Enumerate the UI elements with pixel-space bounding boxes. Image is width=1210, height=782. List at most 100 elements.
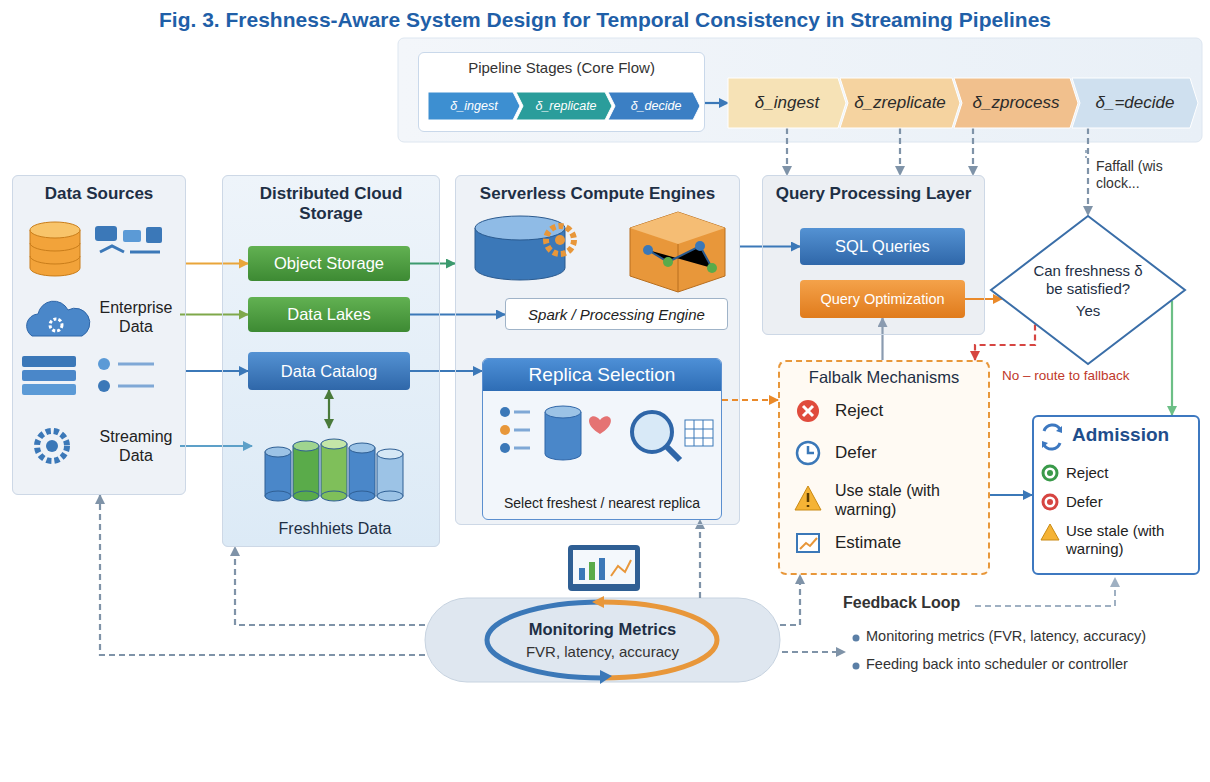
source-item: Enterprise Data [92,292,180,342]
node-text: SQL Queries [835,237,930,256]
stage-chip: δ_replicate [516,92,612,120]
node-text: Reject [1066,464,1196,482]
storage-box: Data Lakes [248,297,410,332]
node-text: Query Optimization [820,291,944,307]
node-text: Pipeline Stages (Core Flow) [468,59,655,76]
admission-item: Use stale (with warning) [1066,518,1196,562]
chevron-outline [954,78,1078,128]
node-text: Data Lakes [287,305,370,324]
node-text: Object Storage [274,254,384,273]
node-text: Serverless Compute Engines [474,184,721,204]
connector [1171,301,1173,415]
source-item: Streaming Data [92,420,180,472]
admission-box: AdmissionRejectDeferUse stale (with warn… [1032,415,1200,575]
connector [328,390,330,428]
note-box: Monitoring metrics (FVR, latency, accura… [866,628,1196,644]
monitor-pill: Monitoring MetricsFVR, latency, accuracy [425,598,780,682]
node-text: Admission [1072,424,1198,446]
connector [186,370,248,372]
node-text: Monitoring Metrics [529,620,677,639]
connector [410,313,505,315]
stage-chevron: δ_zprocess [954,78,1078,128]
node-text: Enterprise Data [92,298,180,336]
note-text: Monitoring metrics (FVR, latency, accura… [866,628,1196,644]
figure-title: Fig. 3. Freshness-Aware System Design fo… [159,8,1051,32]
admission-item: Defer [1066,489,1196,515]
node-text: Streaming Data [92,427,180,465]
node-text: δ_decide [631,99,682,113]
chevron-outline [1072,78,1198,128]
connector [965,298,1002,300]
chevron-outline [608,92,700,120]
stage-chevron: δ_=decide [1072,78,1198,128]
node-text: Falbalk Mechanisms [809,368,959,387]
connector [180,445,252,447]
connector [410,262,455,264]
stage-chip: δ_decide [608,92,700,120]
node-text: δ_=decide [1096,93,1175,113]
edge-label-box: No – route to fallback [1000,368,1132,383]
node-text: Spark / Processing Engine [528,306,705,323]
query-box: SQL Queries [800,228,965,265]
replica-box: Replica SelectionSelect freshest / neare… [482,358,722,520]
connector [186,262,248,264]
node-text: Data Catalog [281,362,377,381]
panel: Query Processing LayerSQL QueriesQuery O… [762,175,985,335]
node-text: δ_ingest [450,99,497,113]
connector [975,324,1035,360]
connector [100,495,425,655]
fallback-item: Use stale (with warning) [835,476,951,524]
stage-chevron: δ_ingest [728,78,846,128]
connector [786,128,788,175]
engine-box: Spark / Processing Engine [505,298,728,330]
admission-item: Reject [1066,460,1196,486]
query-box: Query Optimization [800,280,965,318]
node-text: Data Sources [39,184,160,204]
connector [972,128,974,175]
edge-label: No – route to fallback [1000,368,1132,383]
connector [881,318,883,360]
node-text: Reject [835,401,975,421]
connector [180,313,248,315]
connector [780,575,800,625]
decision-diamond: Can freshness δ be satisfied?Yes [990,215,1186,365]
connector [235,547,425,625]
connector [410,370,482,372]
chevron-outline [728,78,846,128]
stage-group: Pipeline Stages (Core Flow) δ_ingest δ_rep… [418,52,705,132]
node-text: Defer [835,443,975,463]
fallback-item: Defer [835,438,975,468]
node-text: Use stale (with warning) [1066,522,1196,558]
note-text: Faffall (wis clock... [1096,158,1204,192]
connector [990,494,1032,496]
node-text: Yes [1076,302,1100,319]
chevron-outline [516,92,612,120]
node-text: δ_zprocess [973,93,1060,113]
note-box: Feedback Loop [843,594,1043,612]
node-text: FVR, latency, accuracy [526,643,679,660]
node-text: δ_zreplicate [854,93,946,113]
fallback-box: Falbalk MechanismsRejectDeferUse stale (… [778,360,990,575]
note-text: Feedback Loop [843,594,1043,612]
node-text: δ_replicate [535,99,596,113]
fallback-item: Reject [835,396,975,426]
diamond-outline [991,216,1185,364]
stage-chip: δ_ingest [428,92,520,120]
connector [740,245,800,247]
note-box: Faffall (wis clock... [1096,158,1204,192]
note-text: Feeding back into scheduler or controlle… [866,656,1196,672]
node-text: Estimate [835,533,975,553]
storage-box: Data Catalog [248,352,410,390]
connector [705,102,728,104]
replica-store: Freshhiets Data [252,428,418,540]
chevron-outline [840,78,960,128]
panel: Data SourcesEnterprise DataStreaming Dat… [12,175,186,495]
connector [722,399,778,401]
storage-box: Object Storage [248,246,410,281]
panel: Distributed Cloud StorageObject StorageD… [222,175,440,547]
note-box: Feeding back into scheduler or controlle… [866,656,1196,672]
node-text: Replica Selection [483,359,721,391]
node-text: Defer [1066,493,1196,511]
node-text: Distributed Cloud Storage [223,184,439,225]
panel: Serverless Compute EnginesSpark / Proces… [455,175,740,525]
